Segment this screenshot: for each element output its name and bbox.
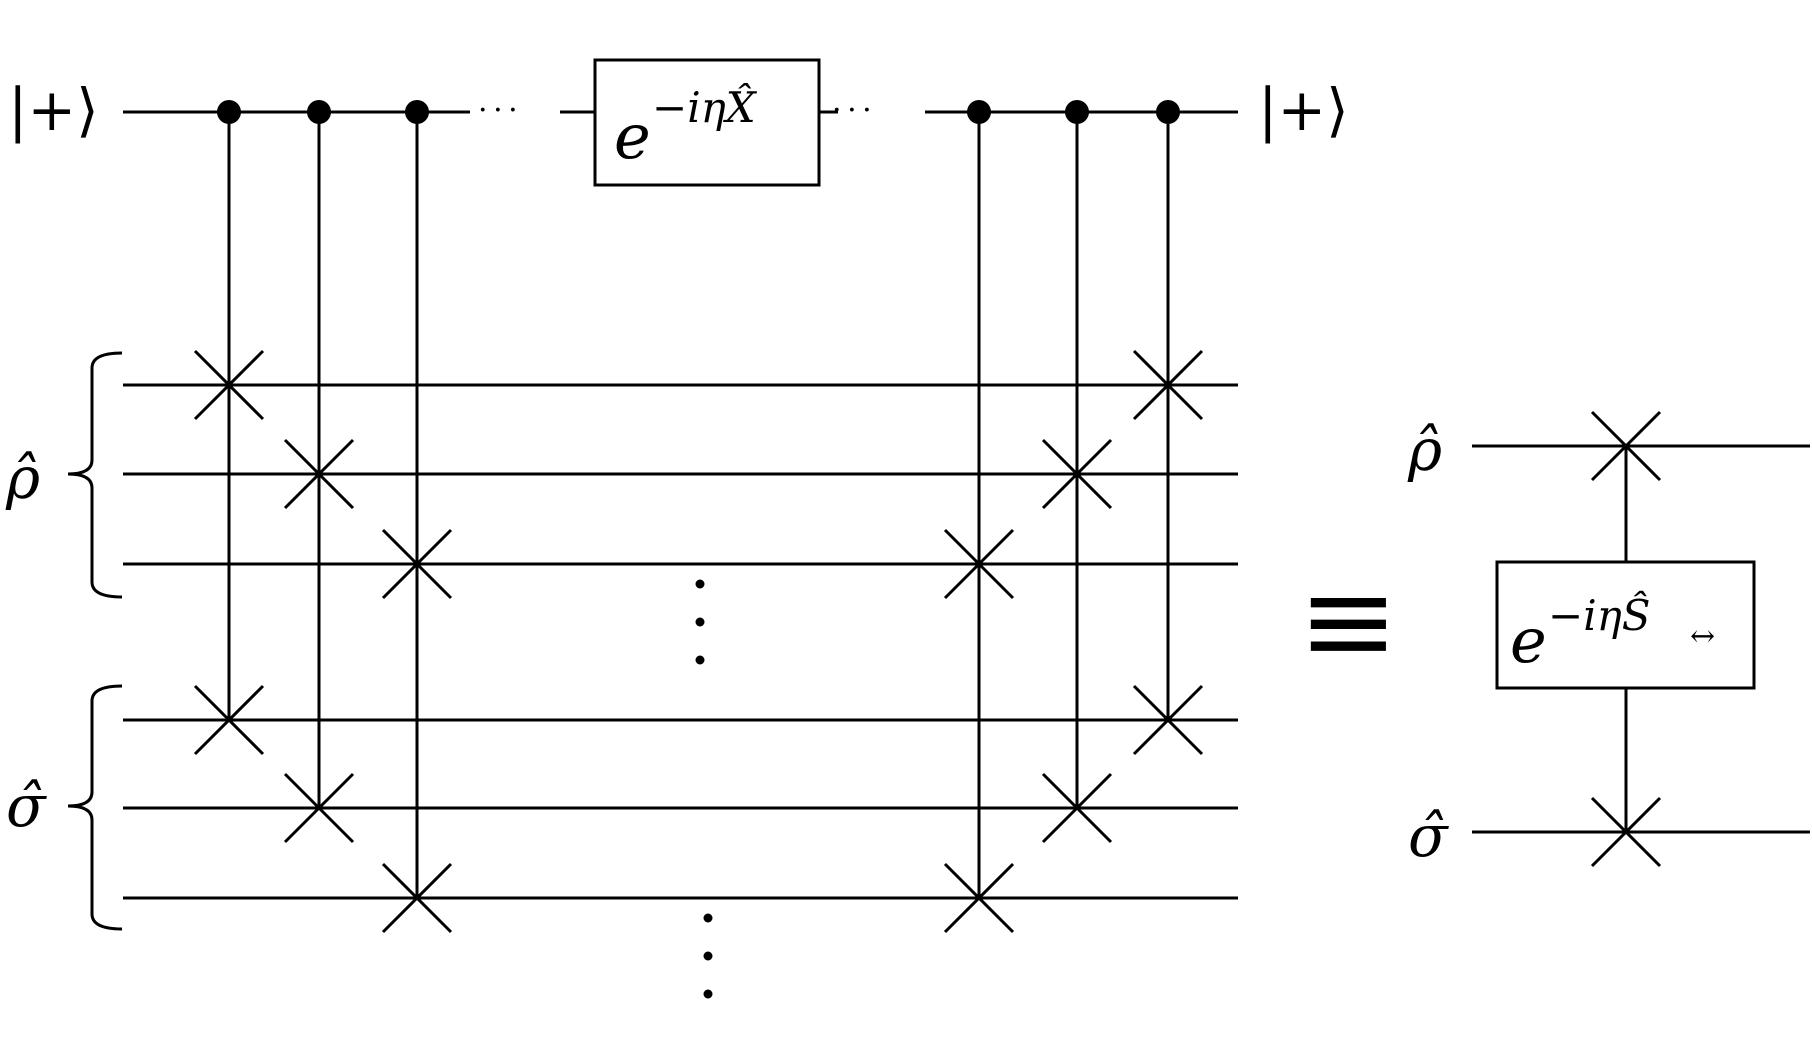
swap-cross bbox=[193, 684, 265, 756]
swap-cross bbox=[943, 528, 1015, 600]
swap-cross bbox=[193, 349, 265, 421]
control-dot bbox=[217, 100, 241, 124]
rho-register-label: ρ̂ bbox=[5, 444, 40, 512]
register-wires bbox=[123, 383, 1238, 900]
compact-rho-label: ρ̂ bbox=[1407, 416, 1442, 484]
swap-cross bbox=[943, 862, 1015, 934]
swap-rotation-gate bbox=[1495, 560, 1756, 690]
ancilla-gate-exponent: −iηX̂ bbox=[652, 81, 758, 132]
sigma-brace bbox=[67, 684, 123, 931]
swap-cross bbox=[283, 438, 355, 510]
ancilla-ellipsis-left: · · · bbox=[478, 93, 516, 128]
sigma-vertical-ellipsis bbox=[703, 913, 713, 999]
swap-cross bbox=[381, 528, 453, 600]
control-dot bbox=[1156, 100, 1180, 124]
equivalence-symbol: ≡ bbox=[1298, 552, 1399, 691]
controlled-swap-left-2 bbox=[283, 100, 355, 844]
swap-cross bbox=[1132, 684, 1204, 756]
controlled-swap-right-2 bbox=[1041, 100, 1113, 844]
ancilla-rotation-gate: e −iηX̂ bbox=[593, 58, 821, 187]
control-dot bbox=[967, 100, 991, 124]
control-dot bbox=[307, 100, 331, 124]
compact-gate-exponent: −iηŜ bbox=[1548, 590, 1651, 640]
rho-brace bbox=[67, 351, 123, 599]
ancilla-output-label: |+⟩ bbox=[1258, 76, 1349, 144]
control-dot bbox=[1065, 100, 1089, 124]
controlled-swap-left-1 bbox=[193, 100, 265, 756]
swap-cross bbox=[1590, 410, 1662, 482]
swap-cross bbox=[1590, 796, 1662, 868]
swap-cross bbox=[1041, 438, 1113, 510]
swap-cross bbox=[1132, 349, 1204, 421]
ancilla-input-label: |+⟩ bbox=[8, 76, 99, 144]
rho-vertical-ellipsis bbox=[695, 579, 705, 665]
controlled-swap-right-1 bbox=[943, 100, 1015, 934]
compact-sigma-label: σ̂ bbox=[1408, 802, 1449, 870]
controlled-swap-right-3 bbox=[1132, 100, 1204, 756]
swap-cross bbox=[1041, 772, 1113, 844]
swap-cross bbox=[381, 862, 453, 934]
swap-cross bbox=[283, 772, 355, 844]
ancilla-gate-base: e bbox=[614, 100, 651, 173]
compact-circuit: e −iηŜ ↔ bbox=[1472, 410, 1810, 868]
controlled-swap-left-3 bbox=[381, 100, 453, 934]
control-dot bbox=[405, 100, 429, 124]
ancilla-ellipsis-right: · · · bbox=[832, 93, 870, 128]
compact-gate-subscript: ↔ bbox=[1690, 619, 1715, 654]
compact-gate-base: e bbox=[1510, 604, 1547, 677]
sigma-register-label: σ̂ bbox=[6, 772, 47, 840]
